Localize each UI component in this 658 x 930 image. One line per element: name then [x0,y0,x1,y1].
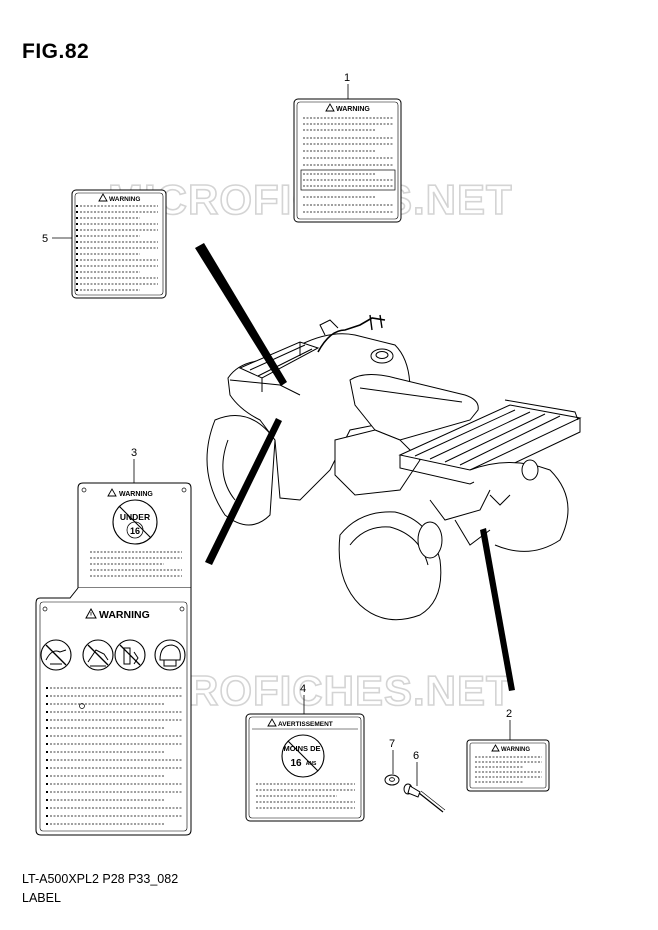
label-4[interactable]: AVERTISSEMENT MOINS DE 16 ANS [245,713,365,822]
svg-text:16: 16 [130,526,140,536]
label-bullet [46,815,48,817]
label-bullet [76,223,78,225]
label-bullet [46,687,48,689]
label-bullet [76,289,78,291]
callout-7: 7 [389,738,395,750]
pointer-arrows [195,243,515,691]
label-bullet [46,719,48,721]
label-5-warning-text: WARNING [109,196,140,203]
label-bullet [46,703,48,705]
label-bullet [46,751,48,753]
label-bullet [76,229,78,231]
label-bullet [76,235,78,237]
label-bullet [46,727,48,729]
label-bullet [46,791,48,793]
moins-de-16-icon: MOINS DE 16 ANS [281,734,325,778]
callout-5: 5 [42,233,48,245]
no-passenger-icon [40,639,72,671]
figure-title: FIG.82 [22,40,90,63]
label-bullet [76,265,78,267]
label-3[interactable]: WARNING UNDER 16 WARNING [35,482,192,836]
no-alcohol-icon [114,639,146,671]
label-bullet [46,799,48,801]
washer-part[interactable] [384,774,400,786]
label-2[interactable]: WARNING [466,739,550,792]
rivet-part[interactable] [403,783,446,813]
callout-4: 4 [300,683,306,695]
label-bullet [76,253,78,255]
label-bullet [76,277,78,279]
label-4-avertissement-text: AVERTISSEMENT [278,721,333,728]
callout-6: 6 [413,750,419,762]
label-bullet [46,823,48,825]
footer-section-name: LABEL [22,891,61,905]
svg-text:16: 16 [290,758,302,769]
label-1-warning-text: WARNING [336,106,370,113]
label-bullet [46,775,48,777]
label-bullet [76,205,78,207]
label-bullet [76,217,78,219]
svg-text:MOINS DE: MOINS DE [283,744,320,753]
no-riding-on-road-icon [82,639,114,671]
label-bullet [46,711,48,713]
label-bullet [46,743,48,745]
label-2-warning-text: WARNING [501,747,530,753]
label-5[interactable]: WARNING [71,189,167,299]
label-bullet [76,211,78,213]
label-bullet [76,241,78,243]
atv-drawing [206,314,582,621]
label-bullet [46,783,48,785]
helmet-icon [154,639,186,671]
callout-1: 1 [344,72,350,84]
warning-triangle-icon [107,488,117,497]
label-1[interactable]: WARNING [293,98,402,223]
warning-triangle-icon [98,193,108,202]
label-bullet [76,259,78,261]
label-bullet [76,271,78,273]
warning-triangle-icon [85,607,97,619]
callout-2: 2 [506,708,512,720]
label-bullet [76,283,78,285]
under-16-icon: UNDER 16 [112,499,158,545]
warning-triangle-icon [325,103,335,112]
label-3-warning-text: WARNING [119,491,153,498]
label-bullet [76,247,78,249]
label-bullet [46,695,48,697]
label-bullet [46,759,48,761]
footer-part-code: LT-A500XPL2 P28 P33_082 [22,872,179,886]
warning-triangle-icon [491,744,500,752]
warning-triangle-icon [267,718,277,727]
label-bullet [46,807,48,809]
label-bullet [46,767,48,769]
label-3-warning-large-text: WARNING [99,609,150,621]
svg-text:UNDER: UNDER [120,512,150,522]
callout-3: 3 [131,447,137,459]
label-bullet [46,735,48,737]
